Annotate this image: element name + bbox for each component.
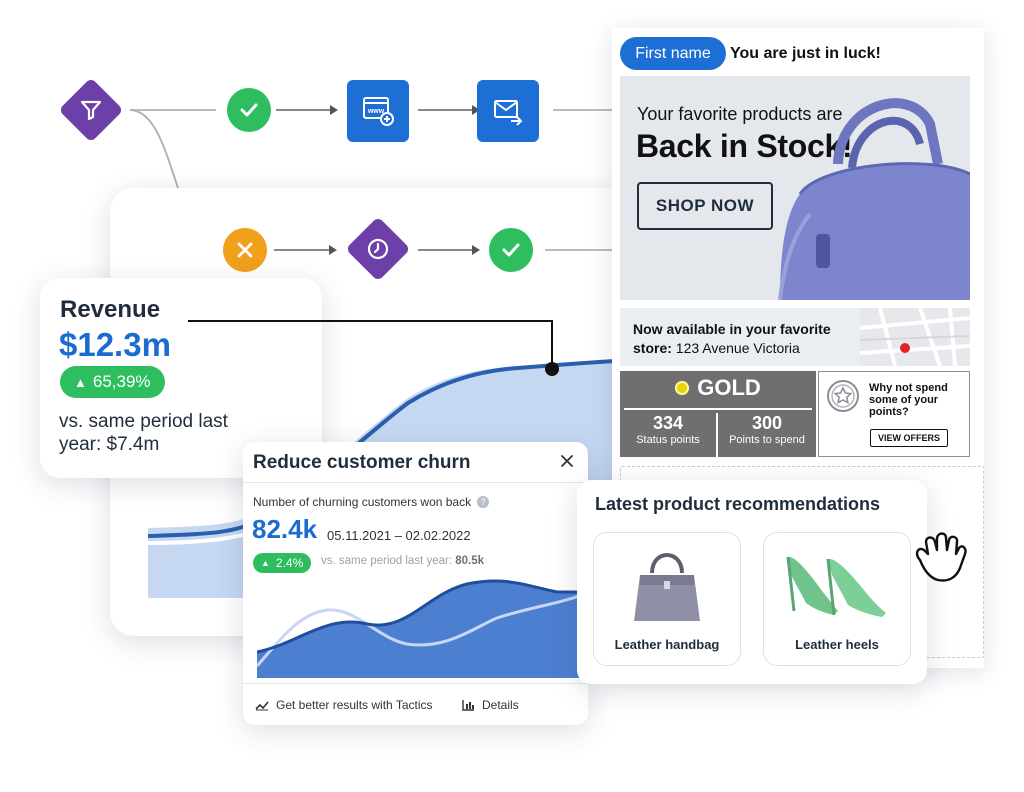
churn-card: Reduce customer churn Number of churning… (243, 442, 588, 725)
offer-text: Why not spend some of your points? (869, 382, 948, 418)
churn-title: Reduce customer churn (253, 452, 471, 473)
gold-header: GOLD (620, 375, 816, 401)
greeting: You are just in luck! (730, 45, 881, 62)
check-node[interactable] (489, 228, 533, 272)
close-button[interactable] (559, 453, 579, 473)
churn-change-badge: ▲ 2.4% (253, 553, 312, 573)
close-icon (237, 242, 253, 258)
shop-now-button[interactable]: SHOP NOW (637, 182, 773, 230)
offer-box: Why not spend some of your points? VIEW … (818, 371, 970, 457)
revenue-value: $12.3m (59, 326, 171, 363)
annotation-connector (188, 320, 559, 376)
clock-icon (355, 226, 401, 272)
points-to-spend: 300 Points to spend (729, 413, 805, 446)
help-icon[interactable]: ? (477, 496, 490, 508)
churn-area-chart (257, 579, 579, 678)
svg-text:www: www (367, 108, 385, 115)
close-icon (561, 455, 573, 467)
mail-forward-icon (494, 100, 523, 126)
bar-chart-icon (462, 700, 474, 711)
hero-subtitle: Your favorite products are (637, 104, 843, 124)
gold-label: GOLD (697, 375, 761, 400)
revenue-title: Revenue (60, 296, 161, 323)
recommendations-title: Latest product recommendations (595, 494, 881, 514)
revenue-change-badge: ▲ 65,39% (60, 366, 165, 398)
flow-connector (274, 249, 330, 251)
web-add-icon: www (363, 97, 394, 126)
heels-thumbnail (786, 556, 886, 617)
store-map[interactable] (860, 308, 970, 366)
details-link[interactable]: Details (462, 698, 519, 712)
churn-metric-label: Number of churning customers won back ? (253, 495, 490, 509)
arrow-icon (472, 105, 480, 115)
gold-divider (624, 408, 812, 410)
revenue-comparison: vs. same period last year: $7.4m (59, 411, 228, 455)
filter-icon (68, 87, 114, 133)
check-node[interactable] (227, 88, 271, 132)
view-offers-button[interactable]: VIEW OFFERS (870, 429, 948, 447)
first-name-chip[interactable]: First name (620, 37, 726, 70)
recommendations-card: Latest product recommendations Leather h… (577, 480, 927, 684)
loyalty-gold-box: GOLD 334 Status points 300 Points to spe… (620, 371, 816, 457)
arrow-icon (472, 245, 480, 255)
arrow-icon (330, 105, 338, 115)
hand-pointer-icon (915, 532, 967, 582)
email-node[interactable] (477, 80, 539, 142)
up-triangle-icon: ▲ (261, 558, 270, 568)
recommendation-label: Leather heels (795, 637, 879, 652)
store-text: Now available in your favorite store: 12… (633, 321, 831, 356)
trend-icon (255, 701, 269, 711)
tactics-link[interactable]: Get better results with Tactics (255, 698, 433, 712)
close-node[interactable] (223, 228, 267, 272)
header-divider (243, 482, 588, 483)
churn-value: 82.4k (252, 514, 318, 544)
gold-coin-icon (675, 381, 690, 395)
flow-connector (418, 109, 473, 111)
store-row: Now available in your favorite store: 12… (620, 308, 970, 366)
recommendation-item-heels[interactable]: Leather heels (763, 532, 911, 666)
map-pin-icon (900, 343, 910, 353)
hero-banner: Your favorite products are Back in Stock… (620, 76, 970, 300)
flow-connector (418, 249, 473, 251)
footer-divider (243, 683, 588, 684)
churn-change: 2.4% (275, 556, 304, 570)
web-add-node[interactable]: www (347, 80, 409, 142)
hero-title: Back in Stock! (636, 128, 853, 164)
check-icon (240, 103, 258, 117)
churn-date-range: 05.11.2021 – 02.02.2022 (327, 528, 471, 543)
flow-connector (130, 109, 216, 111)
points-divider (716, 413, 718, 457)
recommendation-label: Leather handbag (614, 637, 720, 652)
flow-connector (553, 109, 615, 111)
check-icon (502, 243, 520, 257)
flow-connector (276, 109, 331, 111)
flow-connector (545, 249, 615, 251)
status-points: 334 Status points (636, 413, 700, 446)
up-triangle-icon: ▲ (74, 374, 87, 390)
arrow-icon (329, 245, 337, 255)
revenue-change: 65,39% (92, 372, 151, 391)
handbag-image (778, 98, 970, 300)
star-badge-icon (827, 380, 859, 412)
handbag-thumbnail (634, 553, 700, 621)
churn-comparison: vs. same period last year: 80.5k (321, 555, 485, 567)
recommendation-item-handbag[interactable]: Leather handbag (593, 532, 741, 666)
